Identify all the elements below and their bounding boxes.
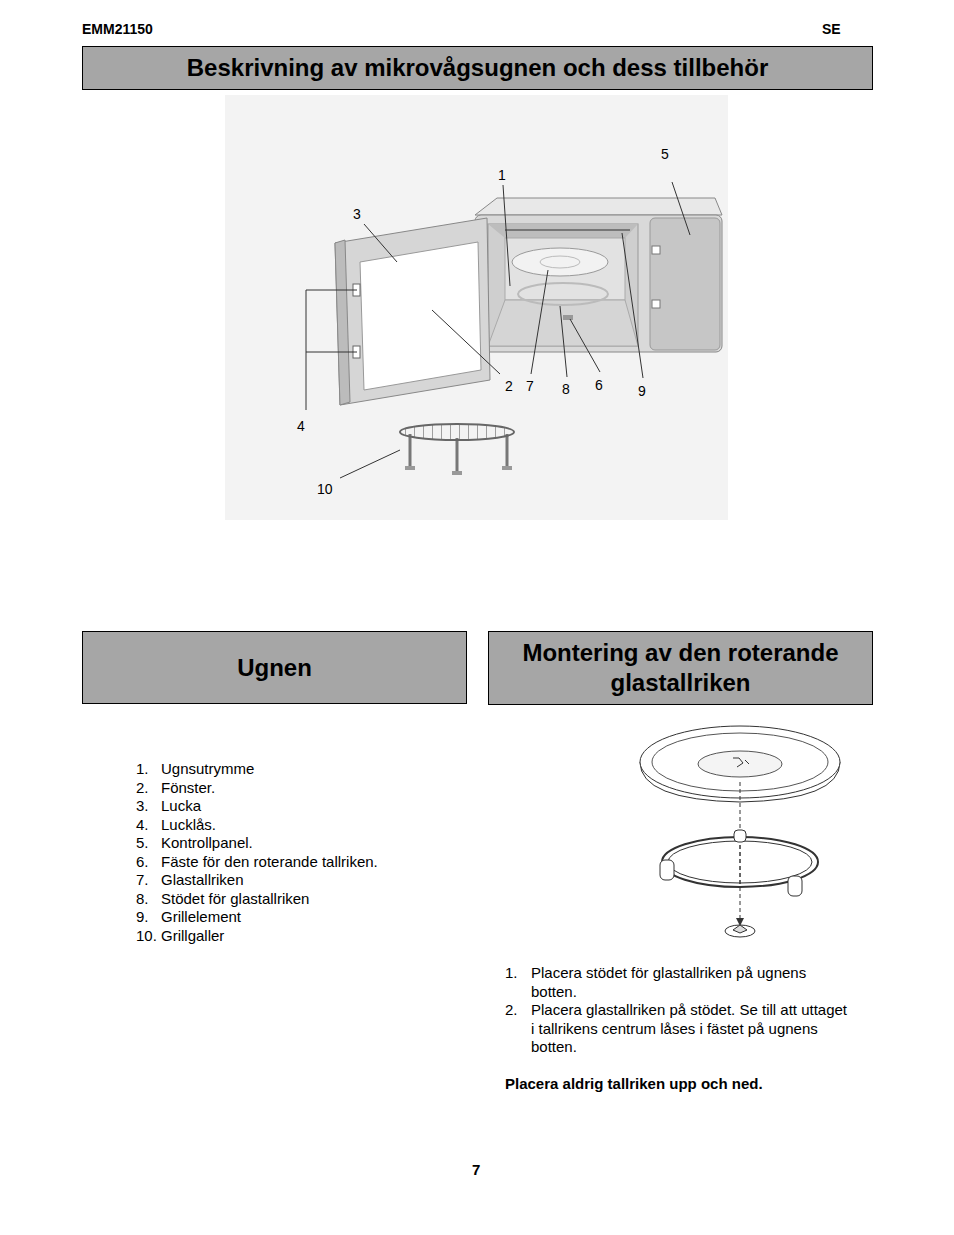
grill-element — [505, 229, 630, 231]
part-list-item: Lucklås. — [161, 816, 216, 835]
part-list-item: Lucka — [161, 797, 201, 816]
part-list-item: 1. — [136, 760, 149, 779]
part-list-item: 6. — [136, 853, 149, 872]
callout-number: 6 — [595, 376, 603, 395]
page-header: EMM21150 — [82, 20, 153, 39]
section-heading: Ugnen — [227, 649, 322, 687]
part-list-item: Stödet för glastallriken — [161, 890, 309, 909]
part-list-item: 5. — [136, 834, 149, 853]
callout-number: 10 — [317, 480, 333, 499]
instruction-step: Placera stödet för glastallriken på ugne… — [531, 964, 849, 1001]
heading-band: Ugnen — [82, 631, 467, 704]
section-heading: Beskrivning av mikrovågsugnen och dess t… — [177, 49, 779, 87]
part-list-item: 4. — [136, 816, 149, 835]
part-list-item: Glastallriken — [161, 871, 244, 890]
callout-number: 1 — [498, 166, 506, 185]
part-list-item: Fönster. — [161, 779, 215, 798]
oven-door — [335, 218, 490, 405]
page-number: 7 — [472, 1161, 480, 1180]
page-header: SE — [822, 20, 841, 39]
part-list-item: 3. — [136, 797, 149, 816]
part-list-item: Kontrollpanel. — [161, 834, 253, 853]
instruction-step: 1. — [505, 964, 518, 983]
part-list-item: 8. — [136, 890, 149, 909]
callout-number: 5 — [661, 145, 669, 164]
heading-band: Montering av den roterande glastallriken — [488, 631, 873, 705]
grill-rack — [400, 424, 514, 475]
part-list-item: 9. — [136, 908, 149, 927]
turntable-assembly — [640, 726, 840, 937]
illustration-ground — [225, 95, 728, 520]
callout-number: 4 — [297, 417, 305, 436]
part-list-item: Fäste för den roterande tallriken. — [161, 853, 378, 872]
leader-lines — [306, 182, 690, 478]
callout-number: 8 — [562, 380, 570, 399]
callout-number: 2 — [505, 377, 513, 396]
callout-number: 9 — [638, 382, 646, 401]
instruction-step: Placera glastallriken på stödet. Se till… — [531, 1001, 849, 1057]
warning-note: Placera aldrig tallriken upp och ned. — [505, 1075, 763, 1094]
callout-number: 7 — [526, 377, 534, 396]
part-list-item: Grillgaller — [161, 927, 224, 946]
heading-band: Beskrivning av mikrovågsugnen och dess t… — [82, 46, 873, 90]
instruction-step: 2. — [505, 1001, 518, 1020]
part-list-item: Ugnsutrymme — [161, 760, 254, 779]
callout-number: 3 — [353, 205, 361, 224]
section-heading: Montering av den roterande glastallriken — [489, 634, 872, 702]
part-list-item: Grillelement — [161, 908, 241, 927]
part-list-item: 10. — [136, 927, 157, 946]
part-list-item: 2. — [136, 779, 149, 798]
part-list-item: 7. — [136, 871, 149, 890]
